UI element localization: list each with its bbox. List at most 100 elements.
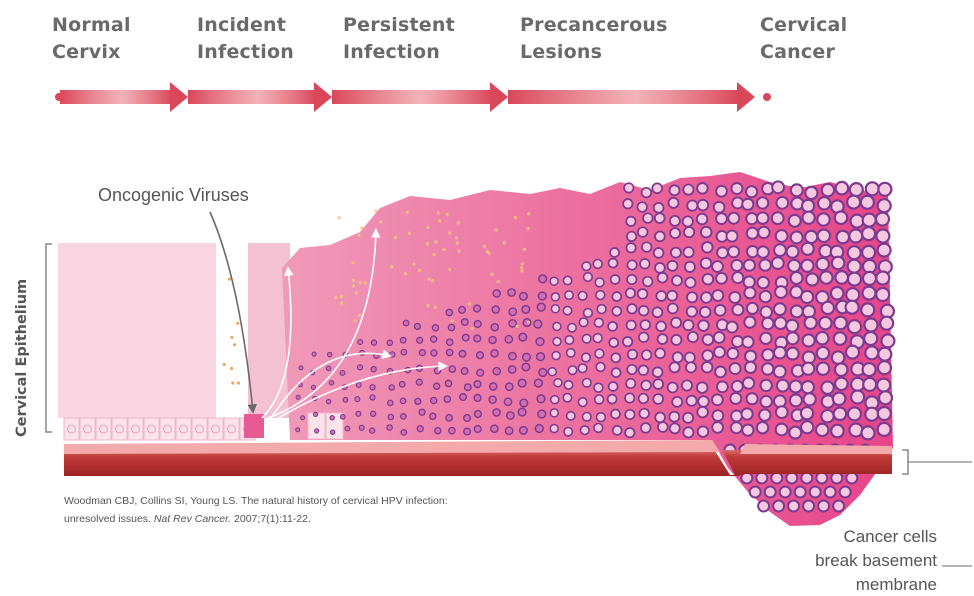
cell-nucleus [817, 363, 829, 375]
cell-nucleus [445, 380, 451, 386]
cell-nucleus [834, 408, 847, 421]
cell-nucleus [639, 306, 649, 316]
cell-nucleus [878, 348, 891, 361]
cervical-epithelium-label: Cervical Epithelium [14, 279, 30, 437]
virus-dot [359, 281, 362, 284]
cell-nucleus [820, 271, 832, 283]
cell-nucleus [788, 501, 799, 512]
cell-nucleus [863, 378, 876, 391]
cell-nucleus [548, 368, 556, 376]
cell-nucleus [596, 291, 605, 300]
cell-nucleus [821, 382, 833, 394]
cell-nucleus [851, 215, 864, 228]
virus-entry-arrow [210, 212, 253, 412]
cell-nucleus [370, 428, 375, 433]
virus-dot [334, 296, 337, 299]
cell-nucleus [757, 246, 768, 257]
cell-nucleus [865, 319, 878, 332]
cell-nucleus [832, 351, 845, 364]
cell-nucleus [821, 410, 833, 422]
cell-nucleus [698, 426, 709, 437]
cell-nucleus [848, 320, 861, 333]
cell-nucleus [775, 317, 787, 329]
cell-nucleus [772, 181, 784, 193]
cell-nucleus [670, 362, 680, 372]
cell-nucleus [608, 322, 617, 331]
cell-nucleus [671, 318, 681, 328]
virus-dot [448, 268, 451, 271]
cell-nucleus [539, 275, 547, 283]
cell-nucleus [698, 200, 709, 211]
cell-nucleus [387, 425, 392, 430]
cell-nucleus [611, 275, 620, 284]
cell-nucleus [301, 416, 305, 420]
cell-nucleus [626, 243, 635, 252]
cell-nucleus [848, 260, 861, 273]
cell-nucleus [535, 379, 543, 387]
cell-nucleus [861, 196, 874, 209]
cell-nucleus [758, 227, 769, 238]
cell-nucleus [803, 334, 815, 346]
cell-nucleus [747, 228, 758, 239]
virus-dot [426, 226, 429, 229]
virus-dot [357, 234, 360, 237]
cell-nucleus [505, 427, 512, 434]
cell-nucleus [850, 183, 863, 196]
cell-nucleus [519, 333, 527, 341]
cell-nucleus [639, 409, 649, 419]
cell-nucleus [655, 213, 665, 223]
citation-line-1: Woodman CBJ, Collins SI, Young LS. The n… [64, 495, 448, 507]
cell-nucleus [774, 303, 786, 315]
basal-cell [176, 418, 191, 440]
cell-nucleus [594, 424, 603, 433]
cell-nucleus [523, 353, 531, 361]
cell-nucleus [701, 227, 712, 238]
cell-nucleus [474, 305, 481, 312]
cell-nucleus [744, 287, 755, 298]
cell-nucleus [314, 412, 318, 416]
cell-nucleus [612, 368, 621, 377]
cell-nucleus [758, 501, 769, 512]
cell-nucleus [403, 320, 409, 326]
cancer-label-line3: membrane [856, 575, 937, 594]
timeline-segment [188, 90, 316, 104]
cell-nucleus [520, 427, 528, 435]
virus-dot [456, 242, 459, 245]
cell-nucleus [345, 426, 350, 431]
basal-cell [308, 413, 325, 439]
virus-dot [515, 325, 518, 328]
virus-dot [406, 211, 409, 214]
cell-nucleus [505, 336, 512, 343]
cell-nucleus [847, 196, 860, 209]
cell-nucleus [802, 243, 814, 255]
cell-nucleus [356, 382, 361, 387]
cell-nucleus [851, 391, 864, 404]
cell-nucleus [625, 428, 634, 437]
cell-nucleus [742, 408, 753, 419]
timeline-arrowhead [737, 82, 755, 112]
cell-nucleus [639, 394, 649, 404]
virus-dot [514, 216, 517, 219]
cell-nucleus [522, 306, 530, 314]
cell-nucleus [417, 337, 423, 343]
cell-nucleus [831, 425, 844, 438]
cell-nucleus [685, 262, 695, 272]
cell-nucleus [658, 273, 668, 283]
virus-dot [448, 232, 451, 235]
cell-nucleus [717, 381, 728, 392]
basal-cell [128, 418, 143, 440]
cell-nucleus [567, 349, 575, 357]
cell-nucleus [683, 413, 693, 423]
timeline-arrow [55, 82, 771, 112]
basal-cell [96, 418, 111, 440]
virus-dot [360, 226, 363, 229]
citation-suffix: 2007;7(1):11-22. [231, 513, 311, 525]
cell-nucleus [389, 385, 394, 390]
virus-dot [338, 216, 341, 219]
cell-nucleus [818, 501, 829, 512]
cell-nucleus [595, 395, 604, 404]
cell-nucleus [611, 353, 620, 362]
cell-nucleus [833, 393, 846, 406]
cell-nucleus [878, 407, 891, 420]
cell-nucleus [553, 338, 561, 346]
